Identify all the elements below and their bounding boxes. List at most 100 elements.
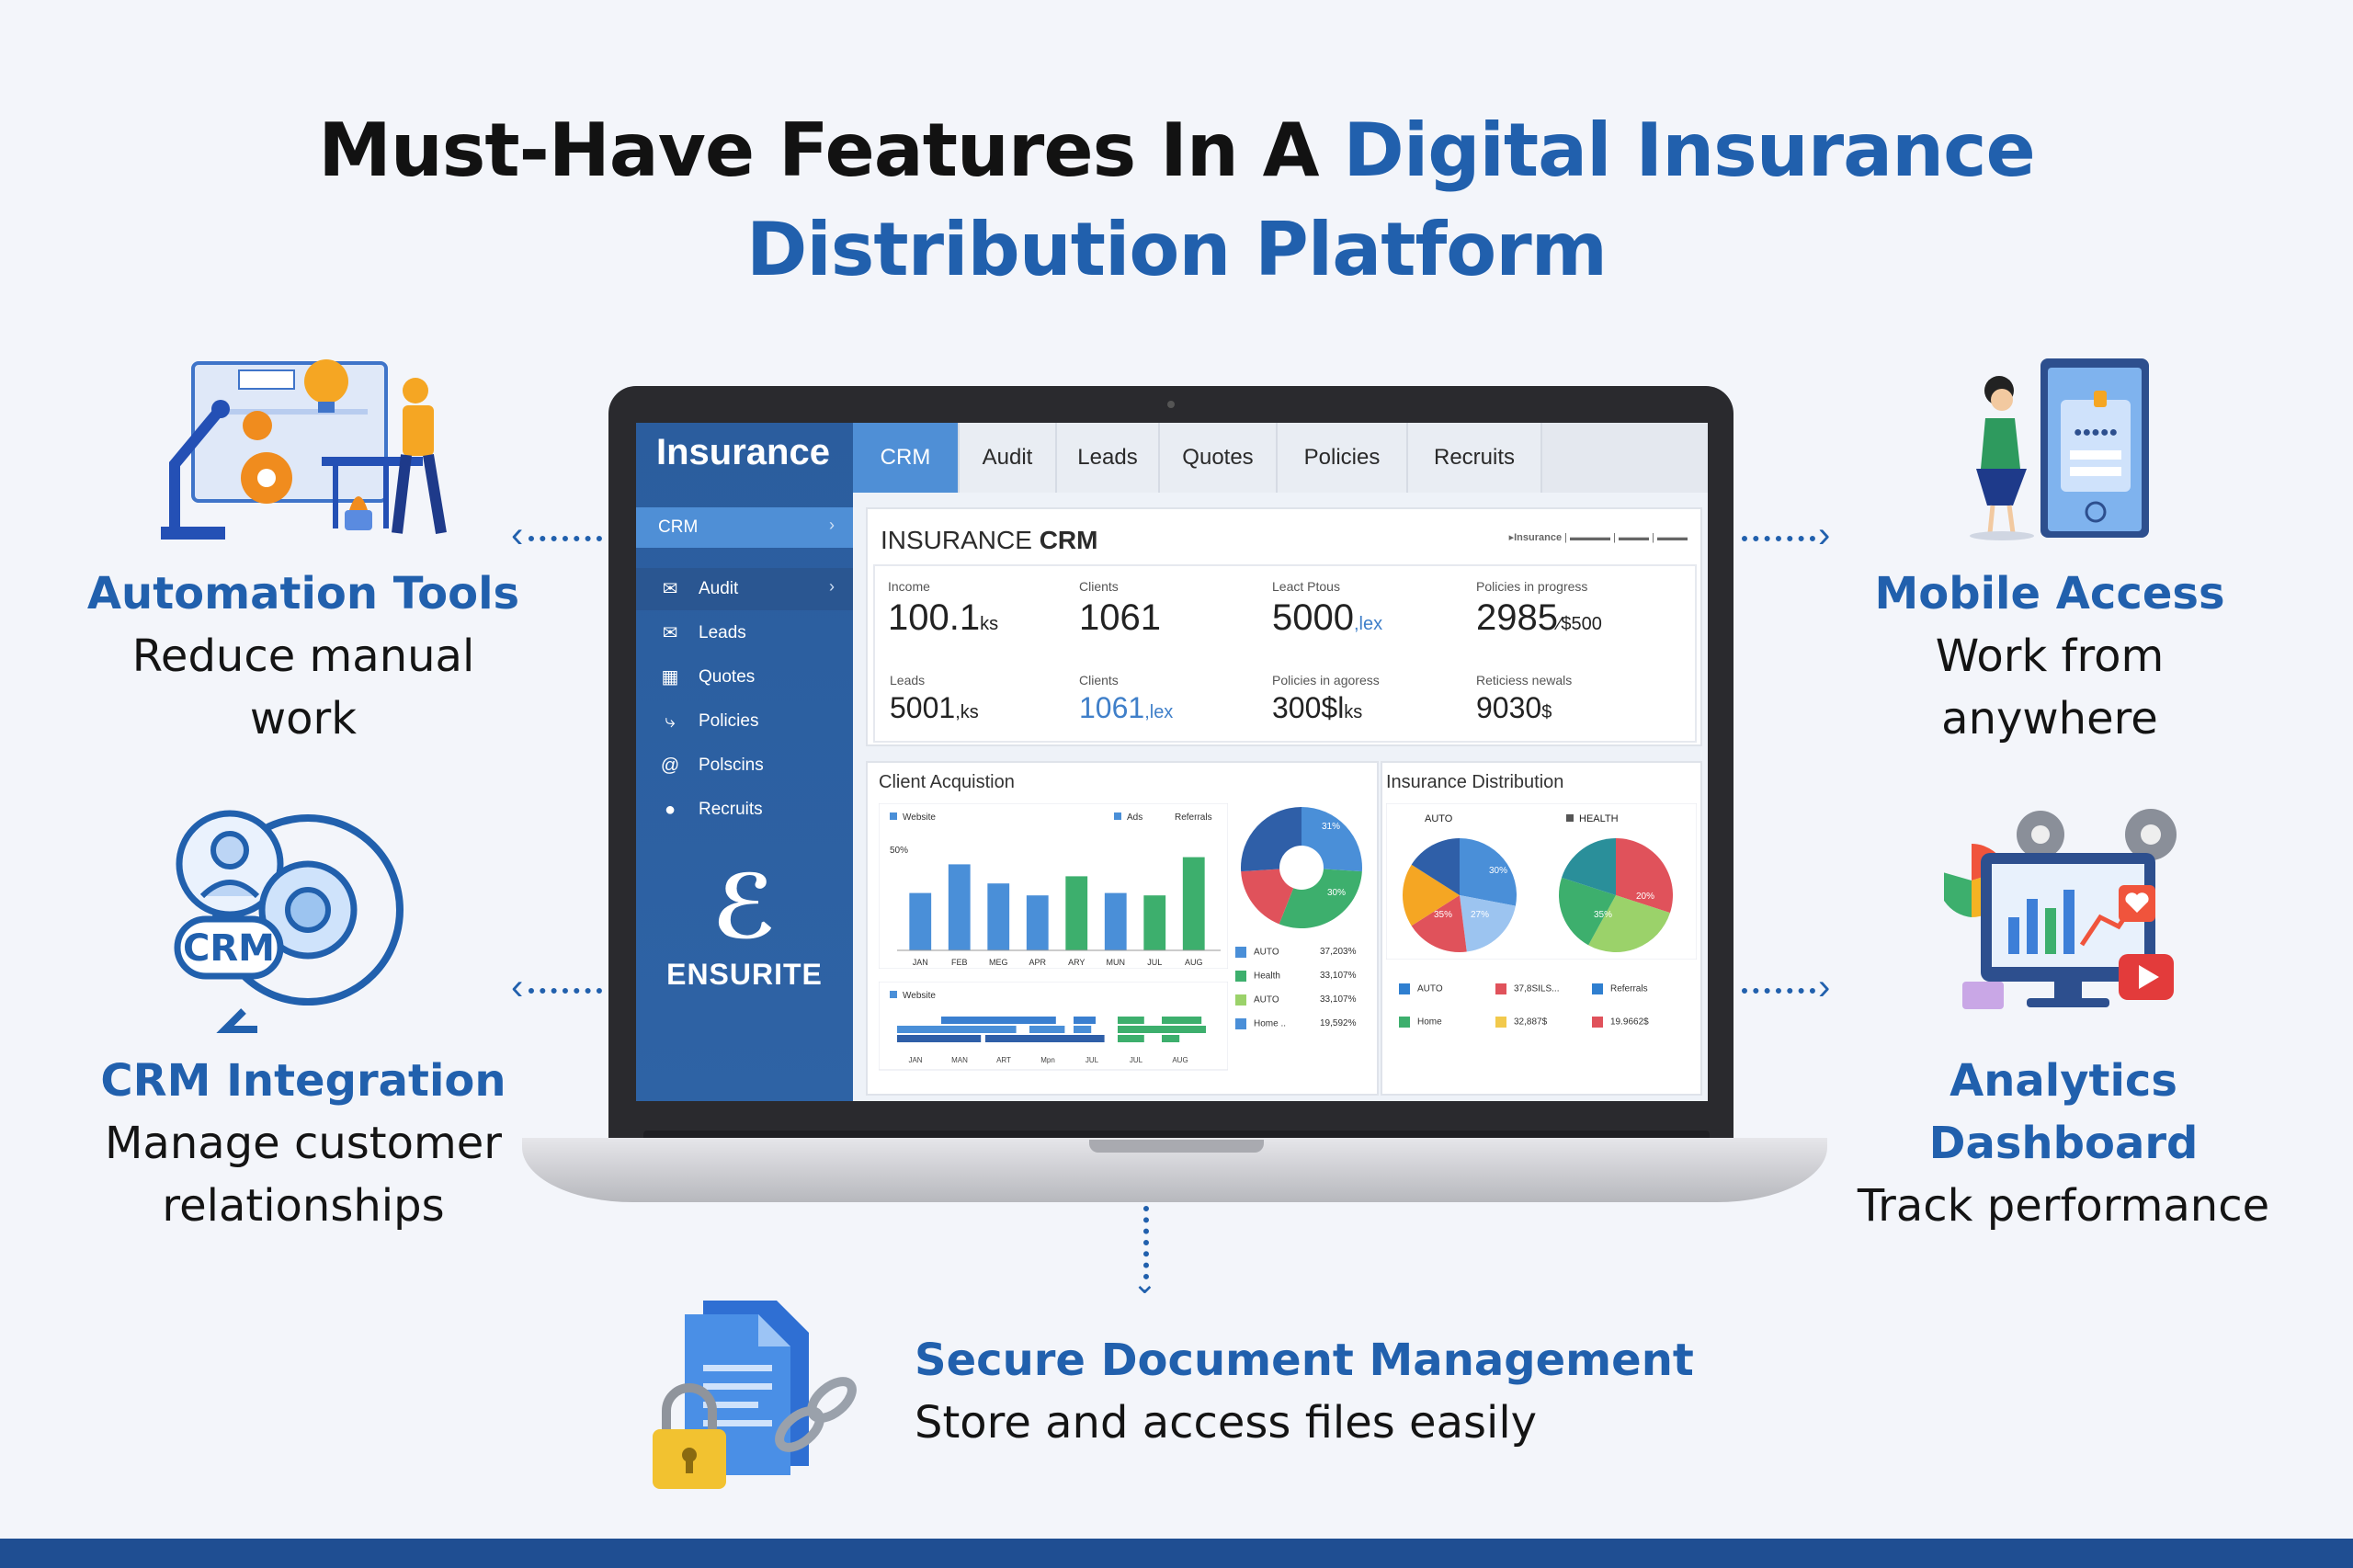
pie-slice bbox=[1411, 895, 1467, 952]
legend-label: Home .. bbox=[1254, 1018, 1287, 1029]
legend-swatch bbox=[1592, 983, 1603, 994]
tab-leads[interactable]: Leads bbox=[1057, 423, 1160, 493]
feature-heading: Analytics bbox=[1949, 1055, 2177, 1107]
feature-heading: Mobile Access bbox=[1874, 568, 2225, 619]
metrics-box bbox=[873, 564, 1697, 743]
tab-policies[interactable]: Policies bbox=[1278, 423, 1408, 493]
sub-bar bbox=[1074, 1035, 1105, 1042]
camera-dot bbox=[1167, 401, 1175, 408]
sub-bar bbox=[1162, 1026, 1206, 1033]
bar bbox=[1104, 892, 1127, 950]
legend-value: 19,592% bbox=[1320, 1018, 1357, 1028]
legend-swatch bbox=[1235, 947, 1246, 958]
ensurite-logo: ℰ ENSURITE bbox=[636, 862, 853, 992]
x-tick-label: JUL bbox=[1147, 958, 1162, 967]
legend-label: Referrals bbox=[1175, 812, 1212, 823]
x-tick-label: Mpn bbox=[1040, 1056, 1055, 1064]
sub-bar bbox=[941, 1017, 985, 1024]
legend-swatch bbox=[1235, 994, 1246, 1006]
metric-leads: Leads 5001,ks bbox=[890, 673, 979, 724]
arrow-automation bbox=[529, 536, 602, 541]
sub-bar bbox=[1118, 1026, 1162, 1033]
laptop-screen: Insurance CRM › ✉ Audit › ✉ Leads ▦ Quot… bbox=[636, 423, 1708, 1101]
legend-label: Referrals bbox=[1610, 983, 1648, 994]
svg-text:CRM: CRM bbox=[183, 927, 275, 970]
sidebar-item-quotes[interactable]: ▦ Quotes bbox=[661, 667, 756, 687]
feature-secure-documents: Secure Document Management Store and acc… bbox=[915, 1329, 1742, 1454]
pie-slice bbox=[1403, 864, 1460, 926]
x-tick-label: ARY bbox=[1068, 958, 1085, 967]
pie-slice bbox=[1411, 838, 1460, 895]
legend-label: Home bbox=[1417, 1017, 1442, 1028]
crm-integration-icon: CRM bbox=[174, 810, 404, 1033]
bar bbox=[1182, 857, 1205, 950]
legend-label: Website bbox=[903, 991, 936, 1001]
bottom-bar bbox=[0, 1539, 2353, 1568]
pie-slice bbox=[1616, 838, 1673, 914]
legend-label: AUTO bbox=[1254, 947, 1279, 958]
tab-crm[interactable]: CRM bbox=[853, 423, 960, 493]
sub-bar bbox=[1029, 1017, 1056, 1024]
sidebar-item-recruits[interactable]: ● Recruits bbox=[636, 789, 853, 831]
arrow-head-down: ⌄ bbox=[1132, 1267, 1157, 1300]
y-tick-label: 50% bbox=[890, 846, 908, 856]
x-tick-label: FEB bbox=[951, 958, 968, 967]
legend-swatch bbox=[1235, 971, 1246, 982]
sidebar-item-audit[interactable]: ✉ Audit › bbox=[636, 568, 853, 610]
feature-mobile-access: Mobile Access Work from anywhere bbox=[1802, 562, 2298, 750]
sidebar-item-polscins[interactable]: @ Polscins bbox=[660, 756, 764, 776]
sidebar-item-crm[interactable]: CRM › bbox=[636, 507, 853, 548]
metric-policies-agoress: Policies in agoress 300$lks bbox=[1272, 673, 1380, 724]
x-tick-label: JAN bbox=[913, 958, 928, 967]
mail-icon: ✉ bbox=[662, 623, 678, 643]
legend-label: 32,887$ bbox=[1514, 1017, 1548, 1028]
legend-label: AUTO bbox=[1254, 994, 1279, 1006]
feature-description: Track performance bbox=[1857, 1180, 2270, 1232]
x-tick-label: APR bbox=[1029, 958, 1046, 967]
feature-heading: Automation Tools bbox=[86, 568, 520, 619]
legend-row: AUTO bbox=[1399, 983, 1443, 994]
tab-recruits[interactable]: Recruits bbox=[1408, 423, 1542, 493]
sub-bar bbox=[1162, 1017, 1202, 1024]
tab-quotes[interactable]: Quotes bbox=[1160, 423, 1278, 493]
x-tick-label: MEG bbox=[989, 958, 1008, 967]
slice-label: 31% bbox=[1322, 822, 1340, 832]
legend-label: AUTO bbox=[1417, 983, 1443, 994]
at-icon: @ bbox=[660, 756, 680, 776]
legend-label: Website bbox=[903, 812, 936, 823]
legend-value: 33,107% bbox=[1320, 971, 1357, 981]
legend-row: 37,8SILS... bbox=[1495, 983, 1559, 994]
sub-bar bbox=[1118, 1035, 1144, 1042]
laptop-notch bbox=[1089, 1140, 1264, 1153]
feature-crm-integration: CRM Integration Manage customer relation… bbox=[37, 1050, 570, 1237]
arrow-head-left: ‹ bbox=[511, 515, 524, 555]
arrow-secure-docs bbox=[1143, 1206, 1149, 1279]
sub-bar bbox=[897, 1026, 941, 1033]
page-title: Must-Have Features In A Digital Insuranc… bbox=[318, 108, 2036, 292]
legend-label: AUTO bbox=[1425, 813, 1453, 824]
sub-bar bbox=[985, 1026, 1017, 1033]
feature-description: Manage customer bbox=[105, 1118, 502, 1169]
sidebar-item-policies[interactable]: ⤷ Policies bbox=[636, 700, 853, 743]
metric-income: Income 100.1ks bbox=[888, 579, 999, 638]
legend-value: 37,203% bbox=[1320, 947, 1357, 957]
legend-row: 19.9662$ bbox=[1592, 1017, 1649, 1028]
analytics-dashboard-illustration bbox=[1944, 809, 2177, 1009]
legend-value: 33,107% bbox=[1320, 994, 1357, 1005]
legend-label: HEALTH bbox=[1579, 813, 1619, 824]
user-icon: ● bbox=[664, 800, 676, 820]
sub-bar bbox=[897, 1035, 941, 1042]
mobile-access-illustration: ●●●●● bbox=[1970, 358, 2149, 540]
secure-document-illustration bbox=[653, 1301, 857, 1489]
tab-audit[interactable]: Audit bbox=[960, 423, 1057, 493]
arrow-head-left: ‹ bbox=[511, 967, 524, 1007]
sidebar-item-leads[interactable]: ✉ Leads bbox=[636, 612, 853, 654]
grid-icon: ▦ bbox=[661, 667, 679, 687]
legend-row: AUTO 33,107% bbox=[1235, 994, 1373, 1006]
pie-slice bbox=[1559, 877, 1616, 946]
sub-bar bbox=[985, 1017, 1029, 1024]
